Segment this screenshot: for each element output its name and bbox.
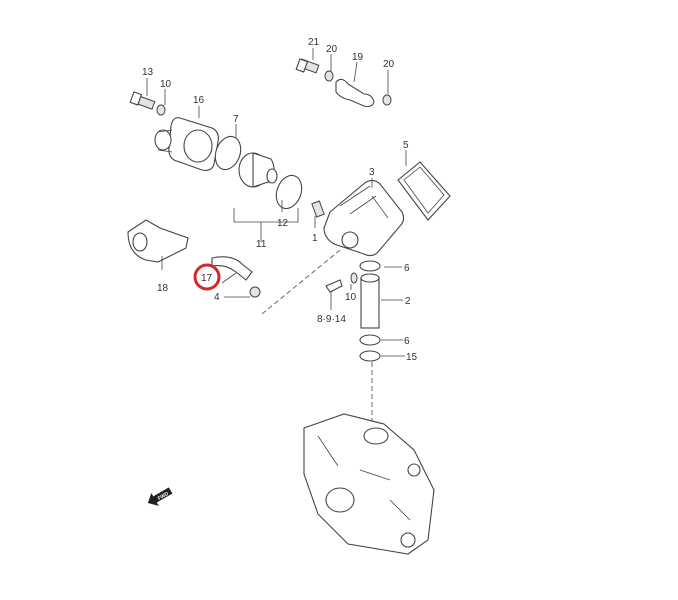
gasket-12 — [275, 174, 303, 210]
label-6: 6 — [404, 336, 410, 347]
label-6: 6 — [404, 263, 410, 274]
washer-20 — [324, 70, 334, 82]
fwd-label: FWD — [157, 491, 170, 502]
bolt-13 — [129, 91, 156, 110]
forward-arrow-icon: FWD — [147, 487, 173, 506]
label-2: 2 — [405, 296, 411, 307]
water-pump — [303, 413, 435, 555]
oring-15 — [359, 350, 381, 362]
label-20: 20 — [326, 44, 338, 55]
thermostat-cover-16 — [154, 117, 219, 171]
washer-4 — [249, 286, 261, 298]
housing-3 — [323, 179, 405, 257]
label-3: 3 — [369, 167, 375, 178]
thermostat — [238, 152, 278, 188]
label-7: 7 — [233, 114, 239, 125]
label-15: 15 — [406, 352, 418, 363]
bolt-21 — [295, 58, 320, 74]
washer-20b — [382, 94, 392, 106]
label-13: 13 — [142, 67, 154, 78]
label-10: 10 — [345, 292, 357, 303]
bolt-8-9-14 — [325, 279, 343, 293]
label-17: 17 — [201, 273, 213, 284]
label-16: 16 — [193, 95, 205, 106]
label-21: 21 — [308, 37, 320, 48]
gasket-5 — [397, 161, 451, 221]
sensor-1 — [311, 200, 325, 218]
washer-10 — [156, 104, 166, 116]
connection-line — [261, 249, 341, 315]
hose-17 — [211, 256, 253, 281]
bracket-18 — [127, 219, 189, 263]
hose-19 — [335, 78, 375, 108]
gasket-7 — [214, 135, 242, 171]
label-18: 18 — [157, 283, 169, 294]
label-11: 11 — [256, 239, 267, 250]
highlight-circle — [193, 263, 221, 291]
label-19: 19 — [352, 52, 364, 63]
label-20: 20 — [383, 59, 395, 70]
label-10: 10 — [160, 79, 172, 90]
label-4: 4 — [214, 292, 220, 303]
housing-port — [341, 231, 359, 249]
label-5: 5 — [403, 140, 409, 151]
washer-10b — [350, 272, 358, 284]
label-1: 1 — [312, 233, 318, 244]
pipe-2 — [360, 277, 380, 329]
label-8-9-14: 8·9·14 — [317, 314, 346, 325]
oring-6 — [359, 260, 381, 272]
oring-6b — [359, 334, 381, 346]
label-12: 12 — [277, 218, 289, 229]
